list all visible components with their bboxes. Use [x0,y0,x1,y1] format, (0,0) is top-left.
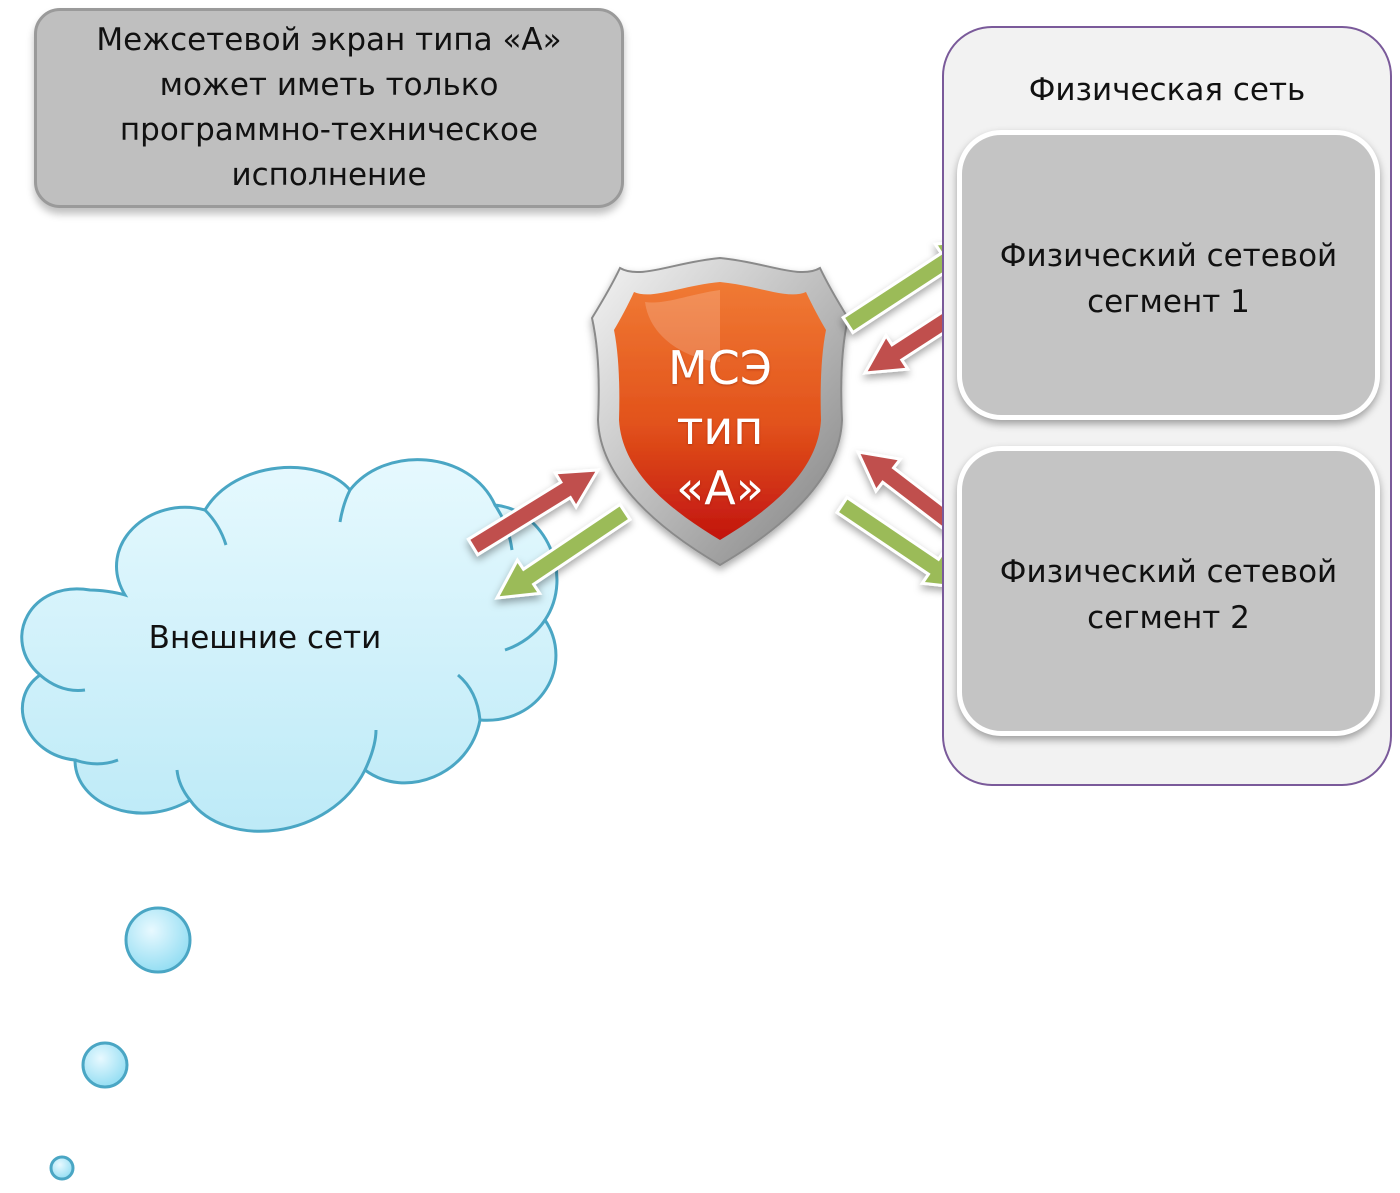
arrow-firewall-to-cloud [494,502,633,600]
note-box: Межсетевой экран типа «А» может иметь то… [34,8,624,208]
physical-segment-2: Физический сетевой сегмент 2 [957,446,1380,736]
thought-bubble-large [124,906,192,974]
note-line-3: программно-техническое [119,112,539,148]
arrow-cloud-to-firewall [466,468,601,557]
external-networks-label: Внешние сети [148,620,382,656]
firewall-label: МСЭ тип «А» [610,338,830,518]
cloud-shape [20,458,559,833]
segment-2-line-1: Физический сетевой [999,554,1338,590]
note-line-2: может иметь только [159,67,499,103]
thought-bubble-medium [81,1041,129,1089]
firewall-label-line-3: «А» [676,461,764,515]
shield-face [614,282,826,540]
firewall-label-line-2: тип [676,401,764,455]
segment-1-line-1: Физический сетевой [999,238,1338,274]
cloud-inner-arc-4 [504,619,547,652]
cloud-inner-arc-1 [203,508,228,546]
physical-network-title: Физическая сеть [1028,72,1306,108]
note-line-1: Межсетевой экран типа «А» [96,22,562,58]
cloud-inner-arc-7 [39,673,86,692]
cloud-inner-arc-8 [363,729,378,771]
note-line-4: исполнение [231,157,427,193]
cloud-inner-arc-2 [338,489,352,523]
thought-bubble-small [49,1155,75,1181]
physical-segment-1: Физический сетевой сегмент 1 [957,130,1380,420]
firewall-shield-icon [590,256,850,567]
cloud-inner-arc-9 [175,769,192,801]
segment-1-line-2: сегмент 1 [1087,284,1250,320]
cloud-inner-arc-6 [74,758,119,766]
cloud-inner-arc-5 [457,673,482,721]
firewall-label-line-1: МСЭ [668,341,772,395]
segment-2-line-2: сегмент 2 [1087,600,1250,636]
shield-highlight [645,290,720,362]
